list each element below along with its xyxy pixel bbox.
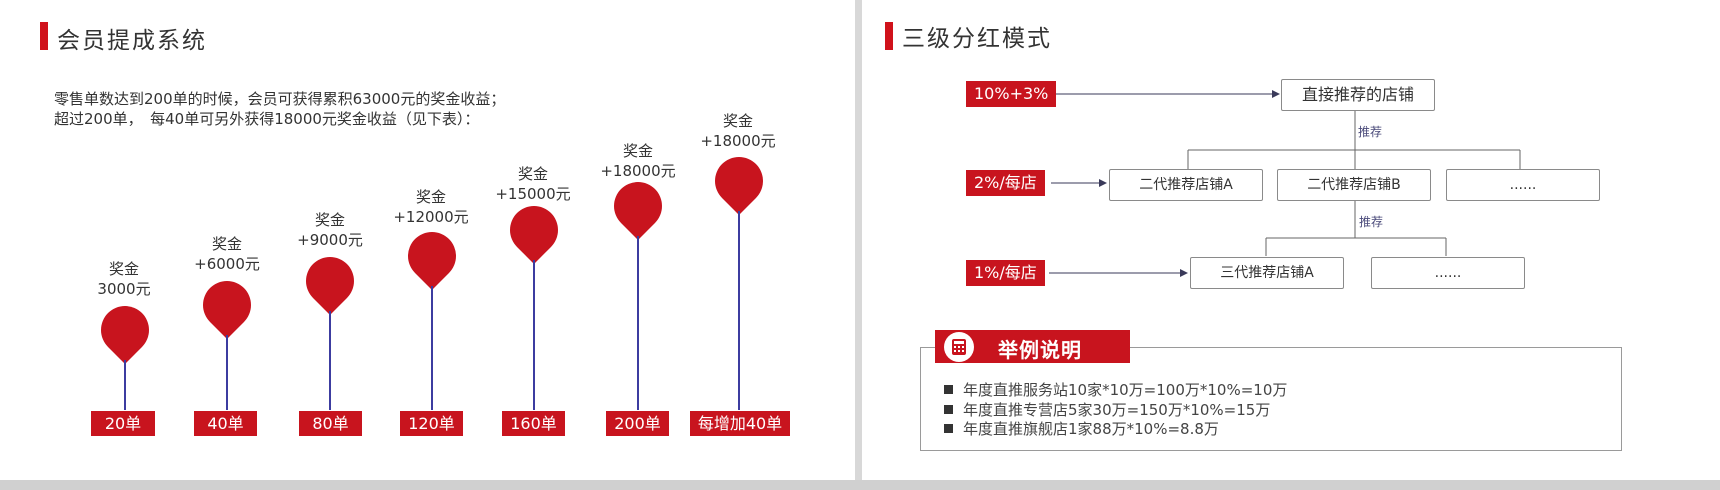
stage-label: 奖金 +15000元 xyxy=(483,164,583,204)
stage-label: 奖金 +6000元 xyxy=(177,234,277,274)
stage-label-amount: +15000元 xyxy=(495,185,571,203)
stage-label-top: 奖金 xyxy=(314,211,345,229)
example-line: 年度直推旗舰店1家88万*10%=8.8万 xyxy=(944,420,1219,439)
node-direct-store: 直接推荐的店铺 xyxy=(1281,79,1435,111)
example-line: 年度直推服务站10家*10万=100万*10%=10万 xyxy=(944,381,1287,400)
stage-label-amount: +9000元 xyxy=(297,231,363,249)
stage-label-amount: +6000元 xyxy=(194,255,260,273)
stage-tag: 每增加40单 xyxy=(690,411,790,436)
calculator-icon xyxy=(944,332,974,362)
pin-stem xyxy=(533,260,535,410)
intro-text: 零售单数达到200单的时候，会员可获得累积63000元的奖金收益； 超过200单… xyxy=(54,89,505,129)
stage-tag: 40单 xyxy=(194,411,257,436)
square-bullet-icon xyxy=(944,385,953,394)
pin-stem xyxy=(329,311,331,410)
rate-tag-level-2: 2%/每店 xyxy=(966,170,1045,196)
pin-stem xyxy=(124,360,126,410)
example-box xyxy=(920,347,1622,451)
page-title: 会员提成系统 xyxy=(57,28,207,54)
node-third-store-a: 三代推荐店铺A xyxy=(1190,257,1344,289)
stage-label-top: 奖金 xyxy=(415,188,446,206)
node-second-store-a: 二代推荐店铺A xyxy=(1109,169,1263,201)
stage-label-top: 奖金 xyxy=(108,260,139,278)
example-line: 年度直推专营店5家30万=150万*10%=15万 xyxy=(944,401,1270,420)
stage-label: 奖金 3000元 xyxy=(74,259,174,299)
stage-label-amount: +12000元 xyxy=(393,208,469,226)
node-second-more: ...... xyxy=(1446,169,1600,201)
stage-label: 奖金 +18000元 xyxy=(588,141,688,181)
stage-label: 奖金 +12000元 xyxy=(381,187,481,227)
intro-line-1: 零售单数达到200单的时候，会员可获得累积63000元的奖金收益； xyxy=(54,90,506,108)
pin-stem xyxy=(637,236,639,410)
stage-label-top: 奖金 xyxy=(722,112,753,130)
stage-label: 奖金 +18000元 xyxy=(688,111,788,151)
stage-tag: 80单 xyxy=(299,411,362,436)
recommend-label: 推荐 xyxy=(1358,125,1383,139)
slide-divider xyxy=(855,0,862,490)
title-accent-bar xyxy=(885,22,893,50)
stage-tag: 200单 xyxy=(606,411,669,436)
pin-stem xyxy=(738,211,740,410)
example-line-text: 年度直推服务站10家*10万=100万*10%=10万 xyxy=(963,381,1288,399)
bottom-strip xyxy=(0,480,1720,490)
stage-label-top: 奖金 xyxy=(622,142,653,160)
stage-tag: 20单 xyxy=(91,411,155,436)
node-third-more: ...... xyxy=(1371,257,1525,289)
rate-tag-level-1: 10%+3% xyxy=(966,81,1057,107)
pin-stem xyxy=(431,286,433,410)
pin-stem xyxy=(226,335,228,410)
square-bullet-icon xyxy=(944,424,953,433)
rate-tag-level-3: 1%/每店 xyxy=(966,260,1045,286)
stage-tag: 120单 xyxy=(400,411,463,436)
example-line-text: 年度直推专营店5家30万=150万*10%=15万 xyxy=(963,401,1271,419)
stage-label-amount: +18000元 xyxy=(700,132,776,150)
stage-label-top: 奖金 xyxy=(211,235,242,253)
title-accent-bar xyxy=(40,22,48,50)
square-bullet-icon xyxy=(944,405,953,414)
recommend-label: 推荐 xyxy=(1359,215,1384,229)
stage-label-amount: 3000元 xyxy=(97,280,151,298)
node-second-store-b: 二代推荐店铺B xyxy=(1277,169,1431,201)
stage-label: 奖金 +9000元 xyxy=(280,210,380,250)
page-title-right: 三级分红模式 xyxy=(902,26,1052,52)
example-title: 举例说明 xyxy=(998,338,1082,362)
intro-line-2: 超过200单， 每40单可另外获得18000元奖金收益（见下表）： xyxy=(54,110,480,128)
stage-label-top: 奖金 xyxy=(517,165,548,183)
example-line-text: 年度直推旗舰店1家88万*10%=8.8万 xyxy=(963,420,1219,438)
stage-label-amount: +18000元 xyxy=(600,162,676,180)
stage-tag: 160单 xyxy=(502,411,565,436)
